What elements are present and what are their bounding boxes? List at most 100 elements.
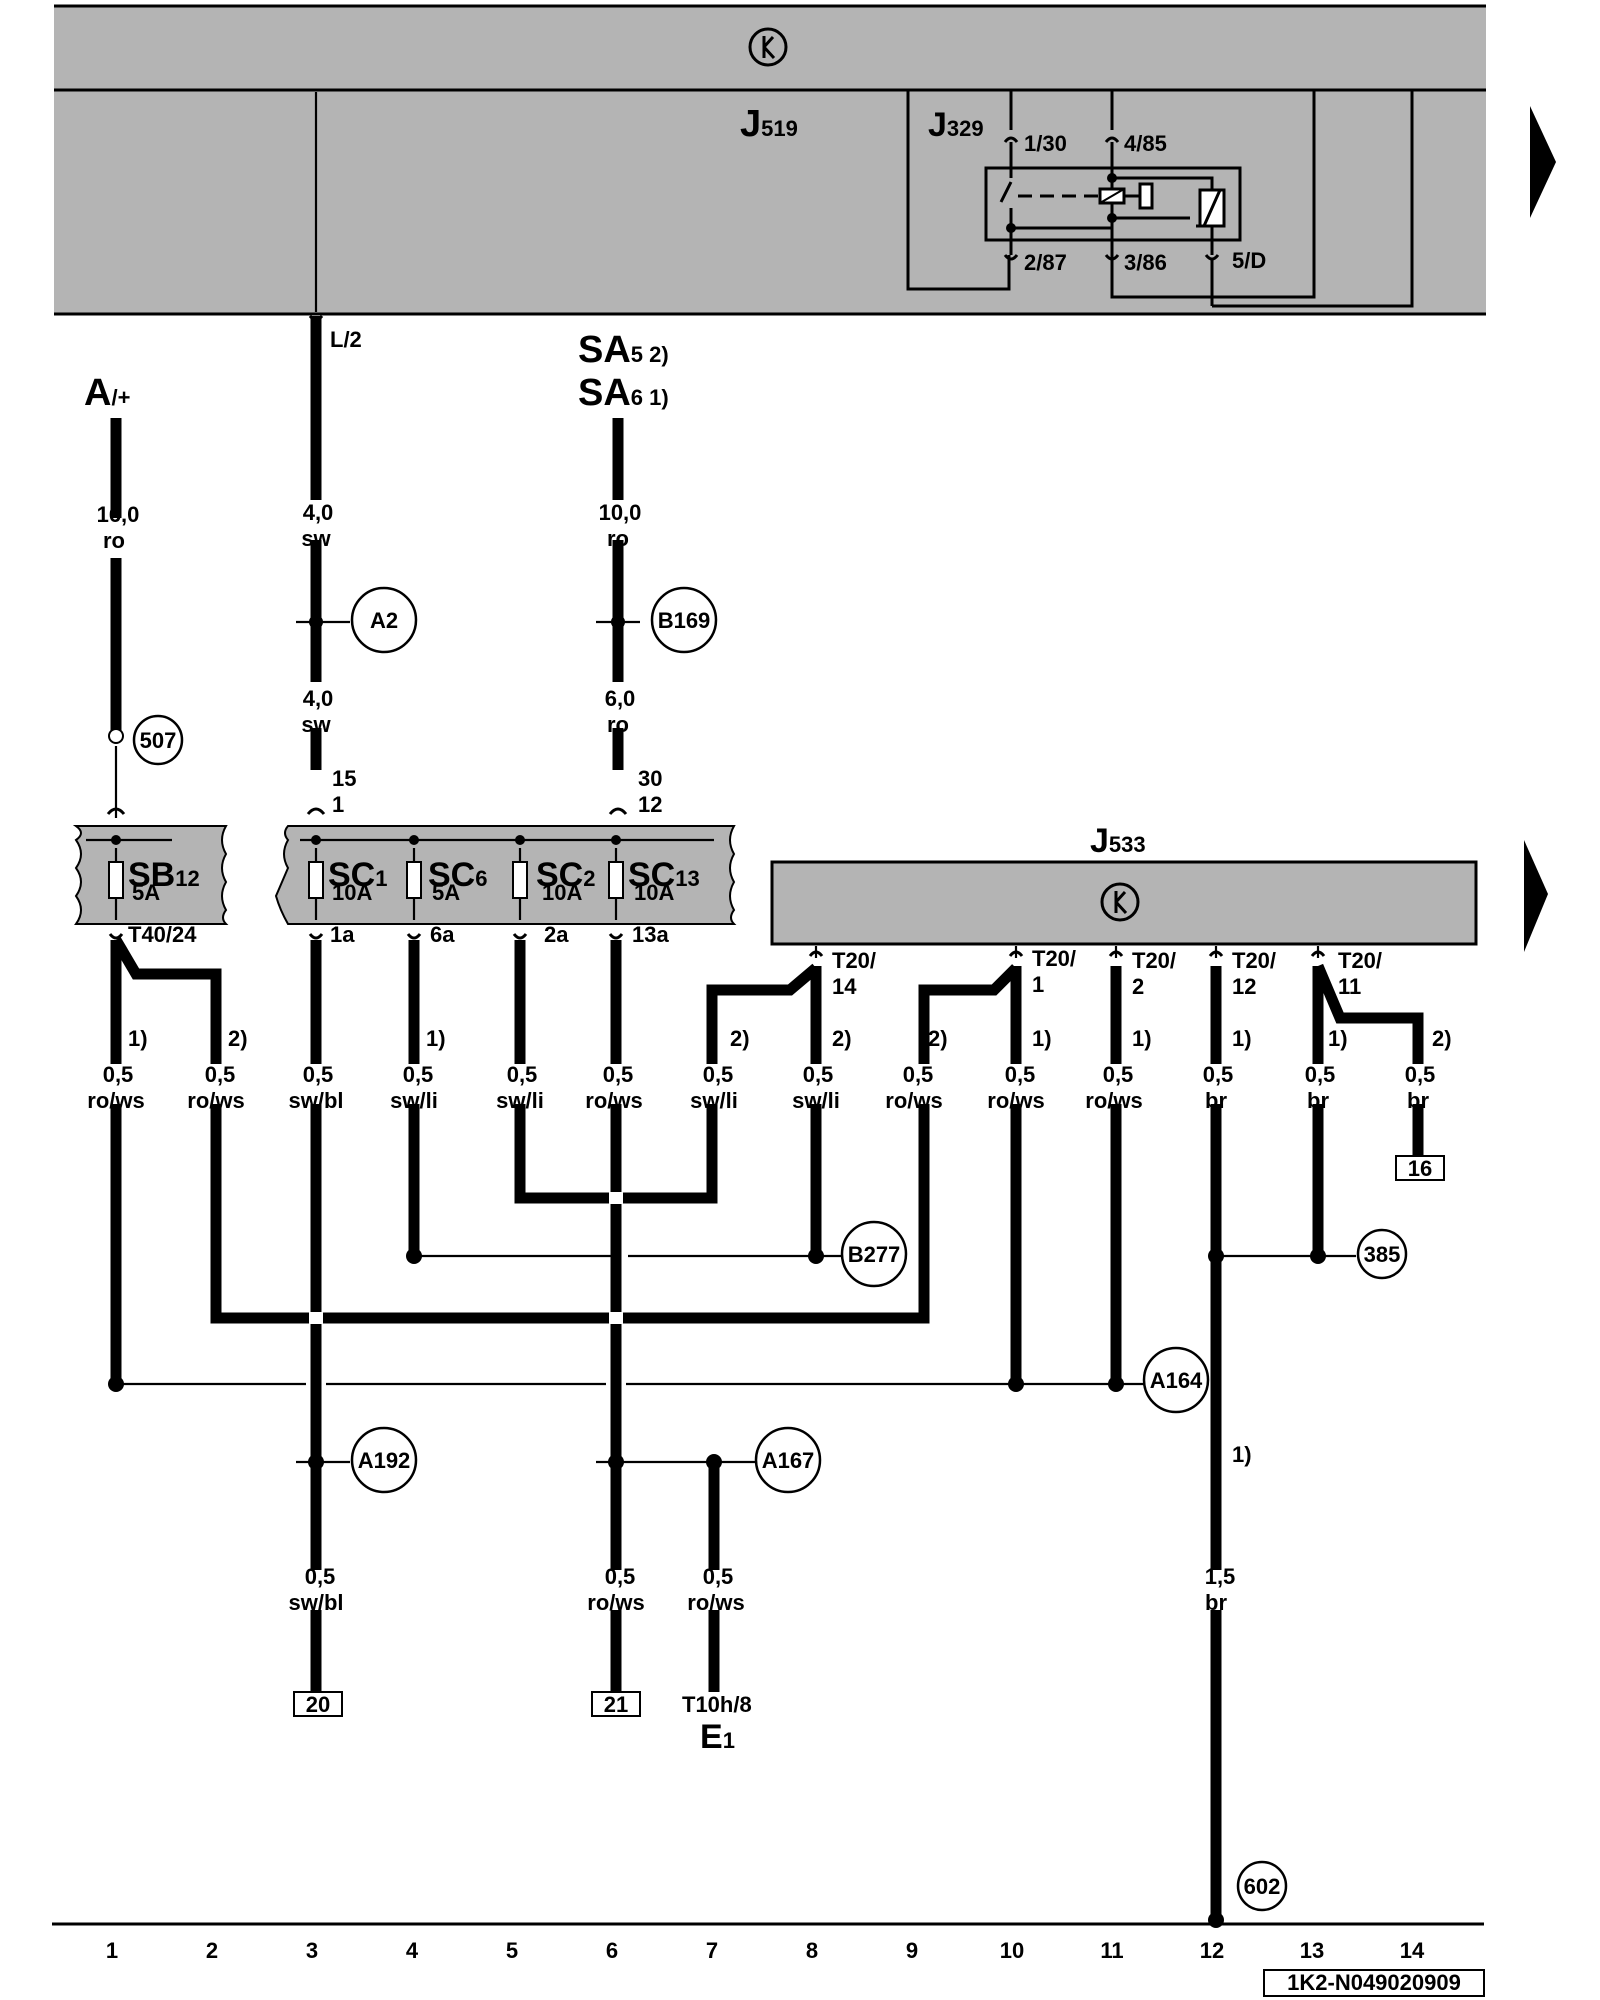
svg-text:14: 14 [1400, 1938, 1425, 1963]
splice-a192: A192 [350, 1426, 418, 1494]
svg-text:1): 1) [1132, 1026, 1152, 1051]
svg-text:1): 1) [1232, 1026, 1252, 1051]
svg-text:1): 1) [1032, 1026, 1052, 1051]
wire-label: 1,5br [1205, 1564, 1236, 1615]
reference-20: 20 [293, 1691, 343, 1717]
connector-t20-14: T20/14 [832, 948, 876, 999]
fuse-holder-sc [274, 825, 737, 925]
svg-text:0,5: 0,5 [1005, 1062, 1036, 1087]
pin-6a: 6a [430, 922, 455, 947]
svg-text:12: 12 [1232, 974, 1256, 999]
reference-16: 16 [1395, 1155, 1445, 1181]
splice-a2: A2 [350, 586, 418, 654]
svg-text:16: 16 [1408, 1156, 1432, 1181]
svg-text:11: 11 [1100, 1938, 1123, 1963]
svg-text:A167: A167 [762, 1448, 815, 1473]
svg-text:sw/li: sw/li [390, 1088, 438, 1113]
svg-text:T20/: T20/ [1338, 948, 1382, 973]
svg-text:2): 2) [928, 1026, 948, 1051]
wire-label: 0,5sw/bl [288, 1564, 343, 1615]
svg-text:10A: 10A [542, 880, 582, 905]
svg-text:10,0: 10,0 [599, 500, 642, 525]
svg-text:10A: 10A [634, 880, 674, 905]
svg-text:16,0: 16,0 [97, 502, 140, 527]
svg-text:0,5: 0,5 [303, 1062, 334, 1087]
svg-text:ro/ws: ro/ws [885, 1088, 942, 1113]
control-unit-j533: J533 [770, 822, 1478, 946]
svg-text:20: 20 [306, 1692, 330, 1717]
svg-text:0,5: 0,5 [103, 1062, 134, 1087]
svg-text:br: br [1407, 1088, 1429, 1113]
svg-text:1: 1 [106, 1938, 118, 1963]
pin-1: 1 [332, 792, 344, 817]
ecu-symbol-icon [1100, 882, 1140, 922]
splice-b169: B169 [650, 586, 718, 654]
svg-text:3: 3 [306, 1938, 318, 1963]
fuse-label: SB12 [128, 856, 200, 894]
svg-text:11: 11 [1338, 974, 1361, 999]
connector-t40-24: T40/24 [128, 922, 197, 947]
svg-text:0,5: 0,5 [507, 1062, 538, 1087]
j519-label: J519 [740, 103, 798, 145]
svg-text:1: 1 [1032, 972, 1044, 997]
wire-label: 16,0ro [97, 502, 140, 553]
connector-t20-1: T20/1 [1032, 946, 1076, 997]
pin-3-86: 3/86 [1124, 250, 1167, 275]
splice-a167: A167 [754, 1426, 822, 1494]
e1-label: E1 [700, 1718, 735, 1756]
fuse-label: SC6 [428, 856, 487, 894]
splice-507: 507 [132, 714, 184, 766]
svg-text:5A: 5A [432, 880, 460, 905]
fuse-sc1: SC1 10A [308, 856, 387, 905]
svg-text:1K2-N049020909: 1K2-N049020909 [1287, 1970, 1461, 1995]
svg-text:sw/li: sw/li [690, 1088, 738, 1113]
svg-text:14: 14 [832, 974, 857, 999]
wire-label: 6,0ro [605, 686, 636, 737]
j533-body [770, 860, 1478, 946]
svg-text:B277: B277 [848, 1242, 901, 1267]
svg-text:ro/ws: ro/ws [1085, 1088, 1142, 1113]
wire-label: 10,0ro [599, 500, 642, 551]
svg-text:10A: 10A [332, 880, 372, 905]
svg-text:0,5: 0,5 [605, 1564, 636, 1589]
pin-13a: 13a [632, 922, 669, 947]
svg-text:sw/bl: sw/bl [288, 1088, 343, 1113]
pin-2a: 2a [544, 922, 569, 947]
svg-text:1): 1) [426, 1026, 446, 1051]
svg-text:0,5: 0,5 [205, 1062, 236, 1087]
svg-text:A2: A2 [370, 608, 398, 633]
fuse-label: SC13 [628, 856, 700, 894]
svg-text:21: 21 [604, 1692, 628, 1717]
svg-text:13: 13 [1300, 1938, 1324, 1963]
svg-text:1): 1) [128, 1026, 148, 1051]
svg-text:2): 2) [228, 1026, 248, 1051]
svg-text:T20/: T20/ [1132, 948, 1176, 973]
relay-j329: J329 1/30 4/85 2/87 3/86 5/D [906, 90, 1414, 308]
pin-1a: 1a [330, 922, 355, 947]
svg-text:5: 5 [506, 1938, 518, 1963]
fuse-sc2: SC2 10A [512, 856, 595, 905]
svg-text:0,5: 0,5 [703, 1062, 734, 1087]
svg-text:br: br [1205, 1590, 1227, 1615]
svg-text:1): 1) [1328, 1026, 1348, 1051]
svg-text:sw/bl: sw/bl [288, 1590, 343, 1615]
svg-text:10: 10 [1000, 1938, 1024, 1963]
a-plus-label: A/+ [84, 372, 130, 414]
svg-text:B169: B169 [658, 608, 711, 633]
svg-text:1,5: 1,5 [1205, 1564, 1236, 1589]
svg-text:9: 9 [906, 1938, 918, 1963]
variant-markers: 1) 2) 1) 2) 2) 2) 1) 1) 1) 1) 2) [128, 1026, 1452, 1051]
svg-text:A164: A164 [1150, 1368, 1203, 1393]
splice-385: 385 [1356, 1228, 1408, 1280]
svg-text:6,0: 6,0 [605, 686, 636, 711]
connector-l2: L/2 [330, 327, 362, 352]
svg-text:507: 507 [140, 728, 177, 753]
connector-t20-12: T20/12 [1232, 948, 1276, 999]
svg-text:0,5: 0,5 [1203, 1062, 1234, 1087]
continuation-arrow-icon [1530, 106, 1556, 218]
svg-text:8: 8 [806, 1938, 818, 1963]
wire-label: 4,0sw [301, 500, 333, 551]
fuse-sc13: SC13 10A [608, 856, 700, 905]
column-numbers: 1 2 3 4 5 6 7 8 9 10 11 12 13 14 [106, 1938, 1425, 1963]
